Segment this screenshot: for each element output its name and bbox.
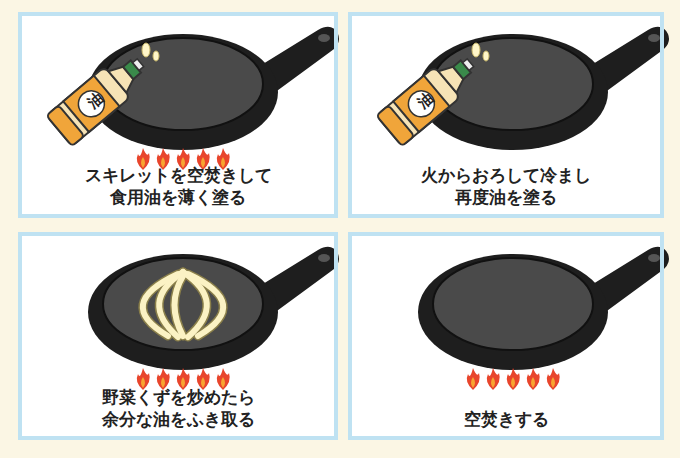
caption-wrap: 火からおろして冷まし 再度油を塗る (356, 164, 656, 208)
step-caption: 野菜くずを炒めたら 余分な油をふき取る (63, 386, 293, 430)
step-caption: 火からおろして冷まし 再度油を塗る (391, 164, 621, 208)
step-panel: 空焚きする (348, 232, 664, 440)
caption-wrap: 空焚きする (356, 408, 656, 430)
step-panel: 火からおろして冷まし 再度油を塗る (348, 12, 664, 218)
step-panel: スキレットを空焚きして 食用油を薄く塗る (18, 12, 338, 218)
step-caption: 空焚きする (464, 408, 549, 430)
step-caption: スキレットを空焚きして 食用油を薄く塗る (63, 164, 293, 208)
caption-wrap: 野菜くずを炒めたら 余分な油をふき取る (26, 386, 330, 430)
step-panel: 野菜くずを炒めたら 余分な油をふき取る (18, 232, 338, 440)
caption-wrap: スキレットを空焚きして 食用油を薄く塗る (26, 164, 330, 208)
